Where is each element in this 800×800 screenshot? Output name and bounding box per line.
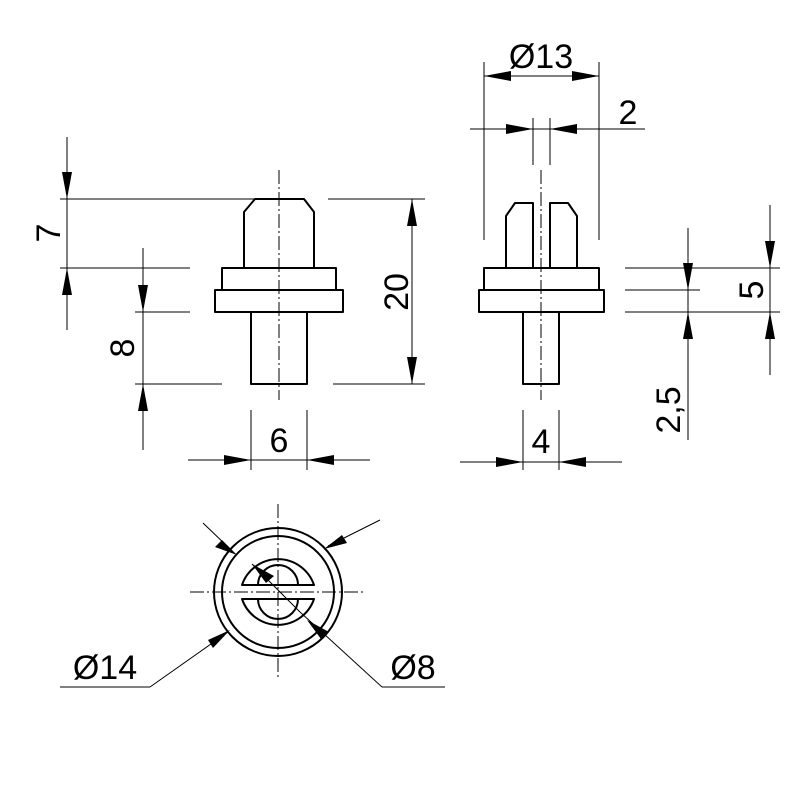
front-view-prong-right bbox=[549, 202, 578, 268]
dimension-label-d13: Ø13 bbox=[509, 38, 573, 76]
top-view: Ø14 Ø8 bbox=[60, 504, 445, 688]
dimension-label-8: 8 bbox=[104, 339, 142, 358]
dimension-inner-diameter: Ø8 bbox=[251, 563, 445, 688]
dimension-total-height: 20 bbox=[378, 199, 417, 384]
dimension-label-d14: Ø14 bbox=[73, 649, 137, 687]
dimension-label-5: 5 bbox=[733, 281, 771, 300]
side-view: 7 8 20 6 bbox=[30, 137, 425, 470]
top-view-head-lower-half bbox=[241, 598, 315, 626]
dimension-shank-width: 6 bbox=[188, 422, 370, 465]
dimension-top-diameter: Ø13 bbox=[484, 38, 599, 81]
dimension-outer-diameter bbox=[202, 519, 381, 555]
dimension-slot-width: 2 bbox=[470, 94, 645, 134]
dimension-front-shank-width: 4 bbox=[460, 423, 622, 467]
dimension-label-2: 2 bbox=[619, 94, 638, 132]
dimension-label-4: 4 bbox=[532, 423, 551, 461]
dimension-label-d8: Ø8 bbox=[390, 649, 435, 687]
dimension-outer-diameter-label: Ø14 bbox=[60, 630, 230, 688]
dimension-collar-height: 5 bbox=[733, 205, 775, 375]
dimension-head-height: 7 bbox=[30, 137, 72, 330]
dimension-flange-height: 2,5 bbox=[650, 228, 693, 440]
dimension-label-2-5: 2,5 bbox=[650, 386, 688, 433]
dimension-label-6: 6 bbox=[270, 422, 289, 460]
front-view: Ø13 2 5 2,5 4 bbox=[460, 38, 780, 470]
dimension-label-20: 20 bbox=[378, 273, 416, 311]
dimension-label-7: 7 bbox=[30, 224, 68, 243]
dimension-shank-length: 8 bbox=[104, 248, 148, 450]
front-view-prong-left bbox=[505, 202, 534, 268]
top-view-head-upper-half bbox=[241, 558, 315, 586]
